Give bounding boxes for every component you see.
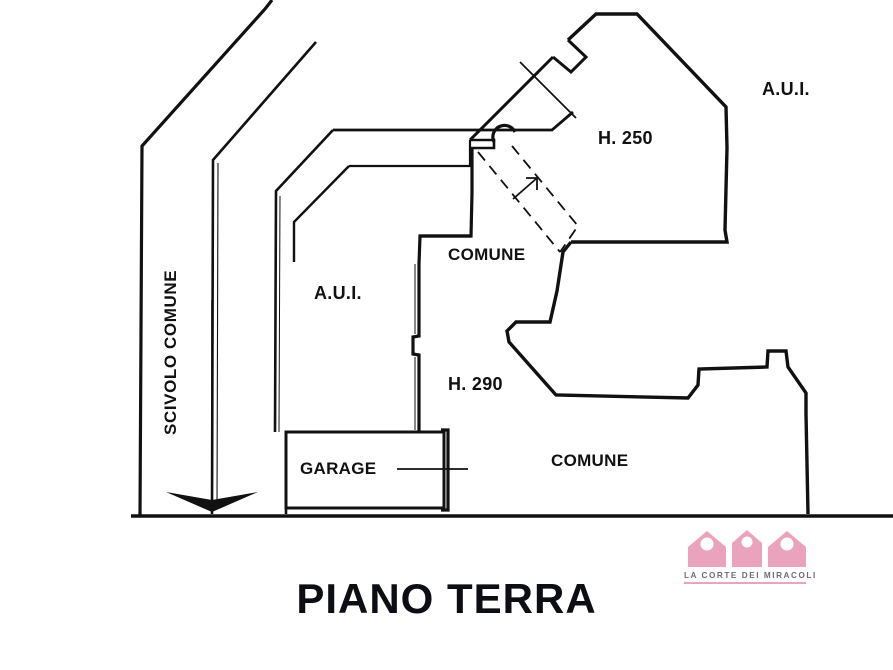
upper-block-inner-top-wall [349,140,472,168]
building-left-inner-line [278,195,281,433]
central-partition-wall [411,234,471,432]
label-h250: H. 250 [598,128,653,148]
scivolo-direction-arrow [166,300,258,512]
garage-right-wall-thick [441,428,450,512]
outer-boundary-line [138,0,274,517]
building-left-outline [273,129,334,433]
label-aui-top-right: A.U.I. [762,79,810,99]
brand-logo-svg: LA CORTE DEI MIRACOLI [684,530,817,584]
scivolo-inner-edge [210,41,317,515]
passage-dashed-edge-right [511,145,580,253]
brand-name-text: LA CORTE DEI MIRACOLI [684,571,817,580]
upper-diagonal-wall [468,55,555,142]
top-notch-detail [552,38,589,75]
label-comune-center: COMUNE [448,245,526,264]
survey-cross-line [519,61,577,119]
h250-outline [566,12,730,244]
brand-underline [684,582,806,584]
garage-outline [284,430,446,510]
passage-direction-arrow-shaft [512,177,538,200]
label-comune-bottom: COMUNE [551,451,629,470]
door-arc [491,123,517,143]
passage-dashed-edge-left [477,151,561,253]
three-houses-icon [688,530,806,567]
label-aui-left: A.U.I. [314,283,362,303]
scivolo-arrow-head [166,492,258,512]
label-h290: H. 290 [448,374,503,394]
passage-direction-arrow-head [526,177,538,190]
comune-lower-outline [505,240,810,515]
comune-upper-left-wall [420,148,474,238]
page-title: PIANO TERRA [296,575,597,622]
upper-block-left-chamfer [292,165,350,262]
upper-block-top-wall [333,110,574,132]
label-garage: GARAGE [300,459,377,478]
scivolo-guide-line [216,162,219,509]
brand-logo: LA CORTE DEI MIRACOLI [682,528,830,584]
door-jamb-stub [470,138,496,150]
label-scivolo-comune: SCIVOLO COMUNE [161,269,180,435]
